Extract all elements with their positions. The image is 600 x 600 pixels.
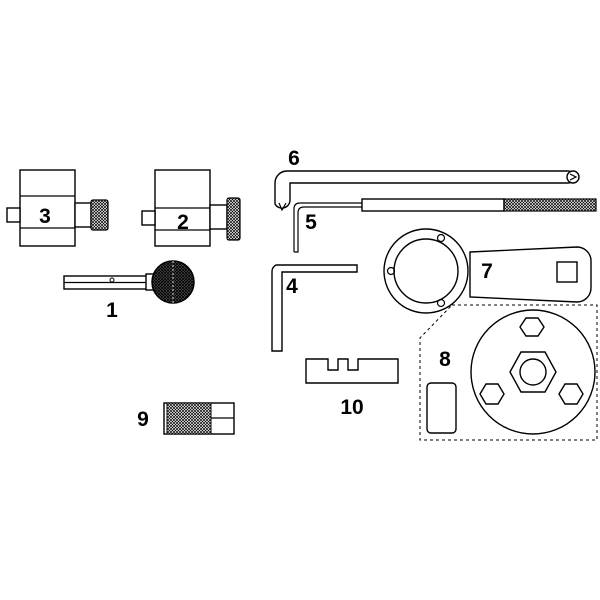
tool-3-locking-pin: [6, 169, 109, 247]
tool-5-long-bar-with-knurled-handle: [293, 198, 597, 253]
tool-10-notched-block: [305, 358, 399, 384]
callout-3: 3: [39, 205, 51, 228]
callout-8: 8: [439, 348, 451, 371]
callout-6: 6: [288, 147, 300, 170]
callout-7: 7: [481, 260, 493, 283]
tool-1-pin-with-ball-handle: [63, 260, 195, 304]
callout-10: 10: [340, 396, 363, 419]
tool-6-long-hex-key: [274, 170, 580, 212]
callout-9: 9: [137, 408, 149, 431]
tool-2-locking-pin: [141, 169, 241, 247]
tool-7-holding-wrench: [383, 228, 592, 314]
callout-5: 5: [305, 211, 317, 234]
callout-4: 4: [286, 275, 298, 298]
tool-4-l-shaped-hex-key: [271, 264, 358, 352]
tool-8-pulley-holder: [419, 304, 598, 441]
callout-2: 2: [177, 211, 189, 234]
callout-1: 1: [106, 299, 118, 322]
tool-9-threaded-sleeve: [163, 402, 235, 435]
